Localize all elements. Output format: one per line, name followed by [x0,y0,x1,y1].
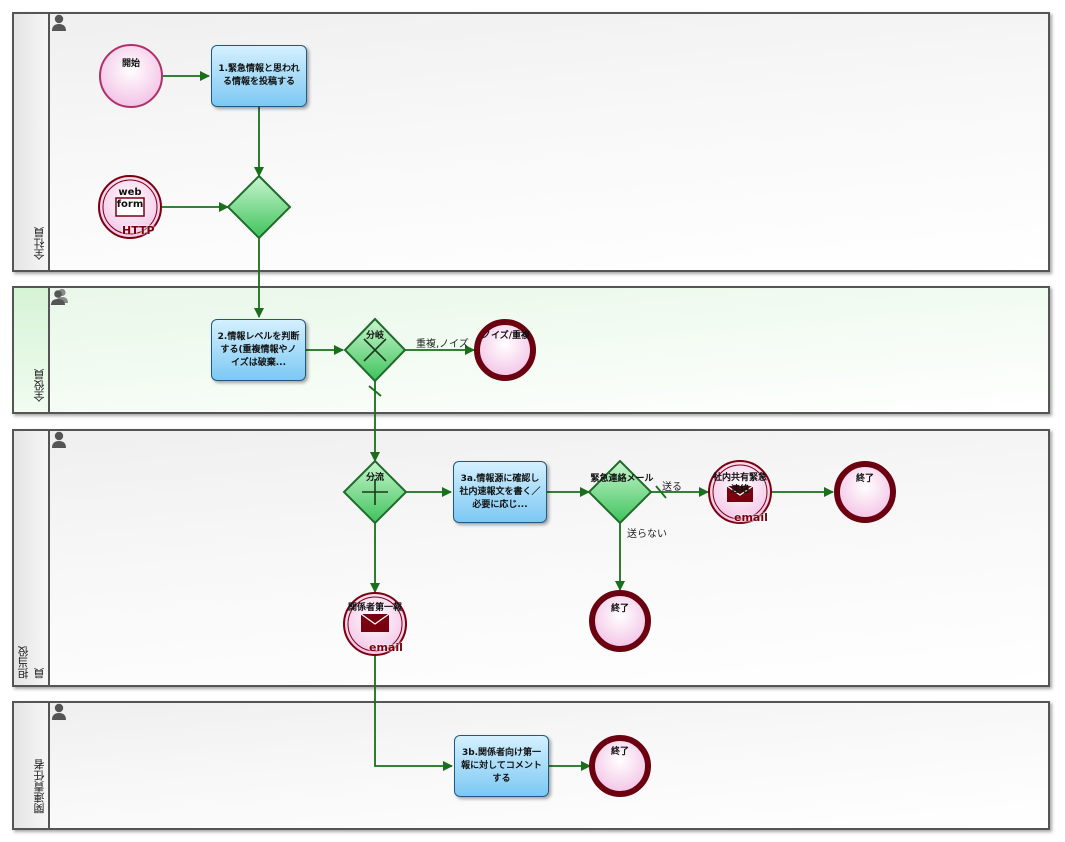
person-icon [52,431,66,448]
lane-header: 全役員 [14,288,50,412]
start-event [99,44,163,108]
end-event-b [589,590,651,652]
email-tag: email [369,641,403,654]
lane-all-employees: 全社員 [12,12,1050,272]
task-post-emergency-info[interactable]: 1.緊急情報と思われる情報を投稿する [211,45,307,107]
sequence-flows [162,71,834,771]
lane-header: 担当役員 [14,431,50,685]
parallel-plus-icon [362,479,388,505]
email-tag: email [734,511,768,524]
duplicate-noise-label: 重複,ノイズ [416,339,469,350]
split-gateway-label: 分流 [365,473,384,483]
default-flow-mark [655,485,667,499]
end-event-a-label: 終了 [855,474,874,484]
envelope-icon [115,197,145,217]
start-event-label: 開始 [121,59,140,69]
noise-end-label: ノイズ/重複 [481,331,531,341]
end-event-c [589,735,651,797]
noise-end-event [474,319,536,381]
task-3a-write-bulletin[interactable]: 3a.情報源に確認し社内速報文を書く／必要に応じ... [453,461,547,523]
person-icon [52,14,66,31]
end-event-b-label: 終了 [610,604,629,614]
lane-header: 全社員 [14,14,50,270]
task-3b-comment[interactable]: 3b.関係者向け第一報に対してコメントする [454,735,549,797]
lane-header: 関連責任者 [14,703,50,828]
exclusive-x-icon [363,338,387,362]
merge-gateway [226,174,292,240]
related-message-label: 関係者第一報 [347,603,402,613]
send-label: 送る [662,482,682,493]
webform-label: web form [116,187,144,210]
http-tag: HTTP [122,224,155,237]
default-flow-mark [368,385,382,397]
group-icon [51,288,68,305]
end-event-a [834,461,896,523]
mail-gateway [587,459,653,525]
person-icon [52,703,66,720]
not-send-label: 送らない [627,529,667,540]
internal-message-label: 社内共有緊急連絡 [712,473,767,495]
end-event-c-label: 終了 [610,747,629,757]
task-judge-info-level[interactable]: 2.情報レベルを判断する(重複情報やノイズは破棄... [211,319,306,381]
flow-email-task3b [374,655,453,771]
branch-gateway-label: 分岐 [365,331,384,341]
mail-gateway-label: 緊急連絡メール [590,474,654,484]
